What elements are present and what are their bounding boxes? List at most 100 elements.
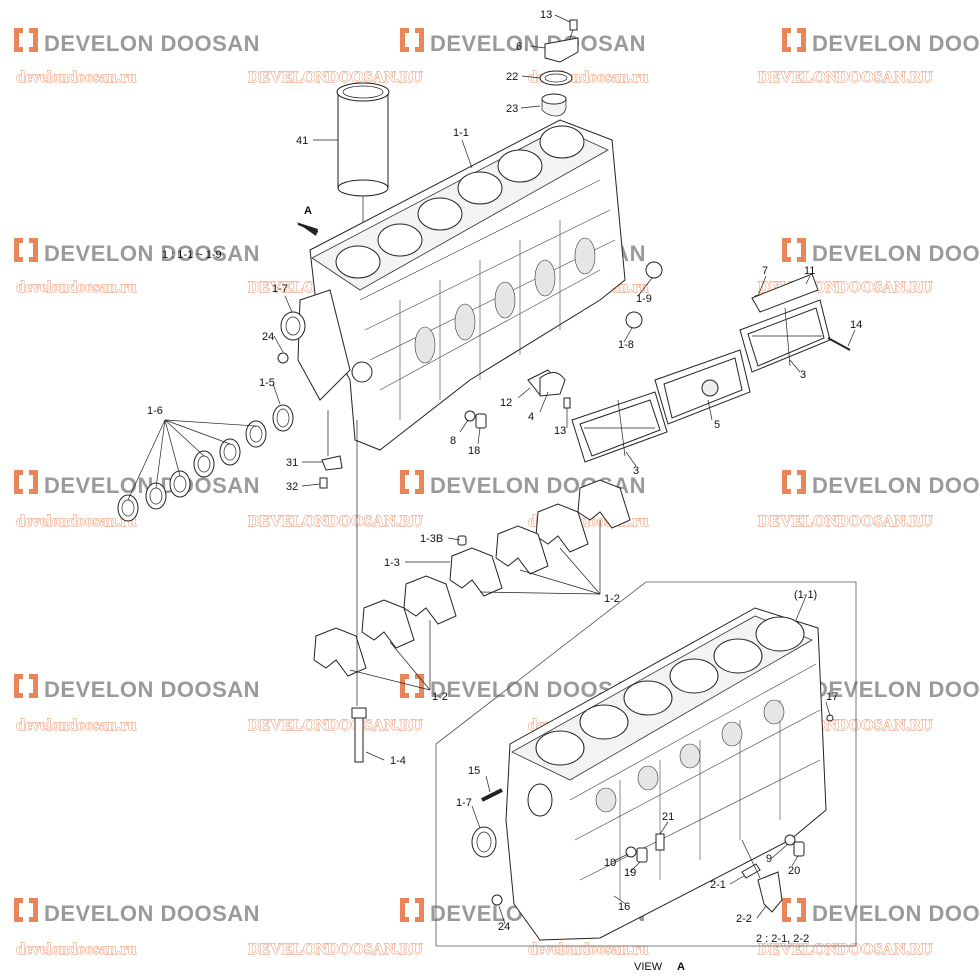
- callout-group-1-range: 1 : 1-1 ~ 1-9: [162, 249, 222, 261]
- leader-lines: [272, 14, 856, 925]
- callout-8: 8: [450, 435, 456, 447]
- watermark-url: DEVELONDOOSAN.RU: [248, 69, 423, 86]
- cam-bushings-1-6: [117, 420, 267, 522]
- watermark-brand: DEVELON DOOSAN: [812, 31, 980, 56]
- watermark-logo: [14, 470, 38, 494]
- seal-10: [625, 846, 637, 858]
- callout-18: 18: [468, 445, 480, 457]
- callout-41: 41: [296, 135, 308, 147]
- callout-1-5: 1-5: [259, 377, 275, 389]
- plug-1-9: [645, 261, 663, 279]
- plug-20: [793, 841, 805, 857]
- watermark-logo: [400, 898, 424, 922]
- callouts: 13 6 22 23 41 1-1 A 1 : 1-1 ~ 1-9 1-7 24…: [147, 9, 862, 945]
- callout-1-1-view-a: (1-1): [794, 589, 817, 601]
- watermark-url: DEVELONDOOSAN.RU: [248, 513, 423, 530]
- watermark-logo: [14, 28, 38, 52]
- watermark-brand: DEVELON DOOSAN: [812, 677, 980, 702]
- callout-1-8: 1-8: [618, 339, 634, 351]
- seal-9: [784, 834, 796, 846]
- jet-2-2: [757, 871, 783, 913]
- callout-15: 15: [468, 765, 480, 777]
- flange-6: [544, 37, 579, 63]
- callout-1-4: 1-4: [390, 755, 406, 767]
- callout-1-7-view-a: 1-7: [456, 797, 472, 809]
- bearing-caps-lower: [313, 575, 457, 677]
- cam-bush-1-5: [272, 404, 294, 432]
- watermark-logo: [14, 674, 38, 698]
- callout-1-3B: 1-3B: [420, 533, 443, 545]
- stud-15: [481, 788, 503, 802]
- cylinder-block-main: [297, 119, 626, 451]
- watermark-url: develondoosan.ru: [16, 69, 137, 86]
- bearing-caps-upper: [449, 479, 631, 597]
- plug-1-8: [625, 311, 643, 329]
- watermark-url: DEVELONDOOSAN.RU: [758, 941, 933, 958]
- callout-1-6: 1-6: [147, 405, 163, 417]
- callout-a-arrow: A: [304, 205, 312, 217]
- cylinder-block-view-a: [505, 607, 827, 941]
- watermark-logo: [400, 674, 424, 698]
- callout-1-7: 1-7: [272, 283, 288, 295]
- callout-10: 10: [604, 857, 616, 869]
- callout-group-2-range: 2 : 2-1, 2-2: [756, 933, 809, 945]
- callout-13-top: 13: [540, 9, 552, 21]
- side-cover-3-lower: [571, 391, 668, 463]
- watermark-logo: [782, 28, 806, 52]
- watermark-url: develondoosan.ru: [16, 717, 137, 734]
- callout-1-3: 1-3: [384, 557, 400, 569]
- watermark-url: develondoosan.ru: [16, 279, 137, 296]
- fitting-21: [655, 833, 665, 851]
- seal-8: [464, 410, 476, 422]
- watermark-brand: DEVELON DOOSAN: [44, 901, 260, 926]
- cap-bolt-1-4: [351, 707, 367, 763]
- view-label-letter: A: [677, 961, 685, 973]
- callout-14: 14: [850, 319, 862, 331]
- leader-lines-1-2: [349, 520, 601, 691]
- watermark-logo: [782, 238, 806, 262]
- callout-2-1: 2-1: [710, 879, 726, 891]
- watermark-url: DEVELONDOOSAN.RU: [758, 69, 933, 86]
- watermark-brand: DEVELON DOOSAN: [812, 901, 980, 926]
- watermark-logo: [14, 898, 38, 922]
- cylinder-liner-41: [336, 82, 390, 197]
- bolt-32: [319, 477, 328, 489]
- callout-3-lower: 3: [633, 465, 639, 477]
- watermark-url: DEVELONDOOSAN.RU: [248, 717, 423, 734]
- watermark-url: develondoosan.ru: [528, 941, 649, 958]
- callout-20: 20: [788, 865, 800, 877]
- callout-7: 7: [762, 265, 768, 277]
- callout-4: 4: [528, 411, 534, 423]
- bolt-13-top: [569, 19, 578, 31]
- top-fitting-group: [539, 19, 579, 117]
- callout-19: 19: [624, 867, 636, 879]
- view-a-label: VIEW A: [634, 961, 685, 973]
- side-cover-5: [654, 349, 751, 425]
- callout-1-2-upper: 1-2: [604, 593, 620, 605]
- callout-16: 16: [618, 901, 630, 913]
- watermark-brand: DEVELON DOOSAN: [44, 241, 260, 266]
- callout-9: 9: [766, 853, 772, 865]
- watermark-logo: [782, 898, 806, 922]
- callout-12: 12: [500, 397, 512, 409]
- watermark-url: develondoosan.ru: [16, 513, 137, 530]
- dowel-1-3B: [457, 535, 467, 546]
- callout-6: 6: [516, 41, 522, 53]
- callout-5: 5: [714, 419, 720, 431]
- watermark-logo: [14, 238, 38, 262]
- callout-1-2-lower: 1-2: [432, 691, 448, 703]
- watermark-brand: DEVELON DOOSAN: [430, 31, 646, 56]
- plug-19: [636, 847, 648, 863]
- cover-4: [539, 372, 566, 397]
- callout-22: 22: [506, 71, 518, 83]
- callout-21: 21: [662, 811, 674, 823]
- callout-13-mid: 13: [554, 425, 566, 437]
- bolt-13-mid: [563, 397, 571, 409]
- callout-31: 31: [286, 457, 298, 469]
- callout-1-1: 1-1: [453, 127, 469, 139]
- view-a-arrow: [296, 222, 319, 236]
- callout-1-9: 1-9: [636, 293, 652, 305]
- plug-18: [475, 413, 487, 429]
